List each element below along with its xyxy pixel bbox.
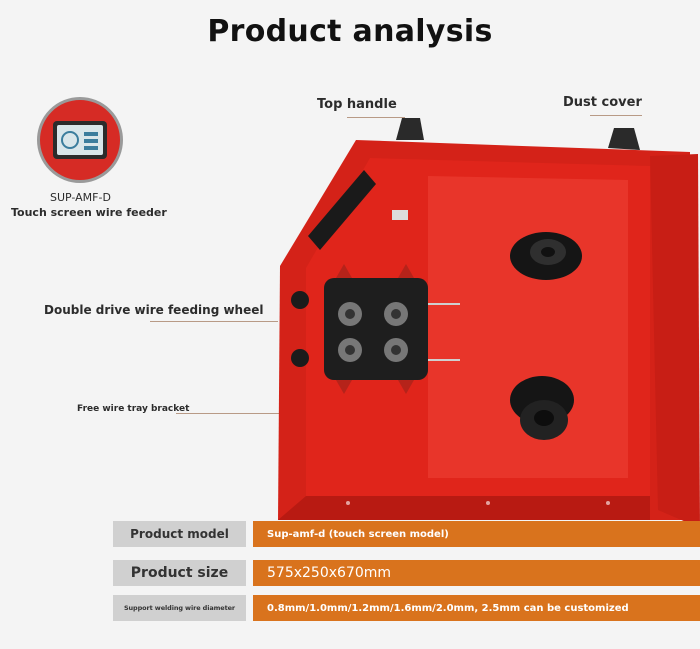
leader-double-drive xyxy=(150,321,278,322)
spec-value: 0.8mm/1.0mm/1.2mm/1.6mm/2.0mm, 2.5mm can… xyxy=(253,595,700,621)
leader-tray-bracket xyxy=(176,413,286,414)
leader-dust-cover xyxy=(590,115,642,116)
callout-double-drive: Double drive wire feeding wheel xyxy=(44,303,264,317)
leader-top-handle xyxy=(347,117,405,118)
spec-label: Product size xyxy=(113,560,246,586)
spec-value: Sup-amf-d (touch screen model) xyxy=(253,521,700,547)
spec-value: 575x250x670mm xyxy=(253,560,700,586)
callout-top-handle: Top handle xyxy=(317,97,397,112)
badge-model: SUP-AMF-D xyxy=(50,191,111,204)
wire-feeder-cabinet xyxy=(278,118,700,528)
top-handle-icon xyxy=(396,118,640,150)
touch-screen-badge xyxy=(37,97,123,183)
touch-screen-icon xyxy=(53,121,107,159)
spec-label: Product model xyxy=(113,521,246,547)
callout-tray-bracket: Free wire tray bracket xyxy=(77,404,190,414)
dust-cover-panel xyxy=(650,154,700,528)
wire-tray-bracket-icon xyxy=(510,376,574,440)
callout-dust-cover: Dust cover xyxy=(563,95,642,110)
drive-roller-icon xyxy=(324,264,460,394)
spool-hub-icon xyxy=(510,232,582,280)
spec-label: Support welding wire diameter xyxy=(113,595,246,621)
badge-caption: Touch screen wire feeder xyxy=(11,206,167,219)
page-title: Product analysis xyxy=(207,14,493,49)
